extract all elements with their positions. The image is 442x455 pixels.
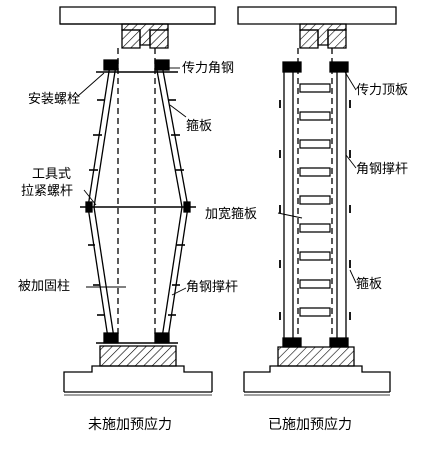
right-bottom-plate-l bbox=[283, 338, 301, 347]
right-bottom-plate-r bbox=[330, 338, 348, 347]
label-tool-bolt-line2: 拉紧螺杆 bbox=[21, 184, 74, 199]
label-left-batten: 箍板 bbox=[186, 119, 213, 134]
label-right-angle-strut: 角钢撑杆 bbox=[356, 162, 409, 177]
right-top-plate-l bbox=[283, 62, 301, 72]
left-top-angle-l bbox=[104, 60, 118, 70]
left-pedestal bbox=[100, 346, 176, 366]
right-top-slab bbox=[238, 7, 396, 24]
left-bottom-angle-r bbox=[155, 333, 169, 343]
right-top-plate-r bbox=[330, 62, 348, 72]
right-assembly bbox=[238, 7, 396, 395]
label-install-bolt: 安装螺栓 bbox=[28, 92, 81, 107]
left-bottom-angle-l bbox=[104, 333, 118, 343]
label-left-angle-strut: 角钢撑杆 bbox=[186, 280, 239, 295]
right-leaders bbox=[278, 72, 356, 283]
label-right-batten: 箍板 bbox=[356, 277, 383, 292]
label-tool-bolt-line1: 工具式 bbox=[32, 167, 72, 182]
right-wide-battens bbox=[300, 84, 330, 316]
left-battens bbox=[88, 100, 185, 315]
left-top-angle-r bbox=[155, 60, 169, 70]
right-battens bbox=[280, 100, 350, 320]
label-wide-batten: 加宽箍板 bbox=[205, 207, 258, 222]
caption-after-prestress: 已施加预应力 bbox=[268, 417, 352, 433]
label-reinforced-column: 被加固柱 bbox=[18, 279, 71, 294]
left-assembly bbox=[60, 7, 215, 395]
right-pedestal bbox=[278, 347, 354, 366]
right-footing bbox=[244, 366, 390, 392]
caption-before-prestress: 未施加预应力 bbox=[88, 417, 172, 433]
left-footing bbox=[64, 366, 212, 392]
label-transfer-angle: 传力角钢 bbox=[182, 61, 235, 76]
left-leaders bbox=[78, 68, 186, 295]
label-top-plate: 传力顶板 bbox=[356, 83, 409, 98]
left-top-slab bbox=[60, 7, 215, 24]
